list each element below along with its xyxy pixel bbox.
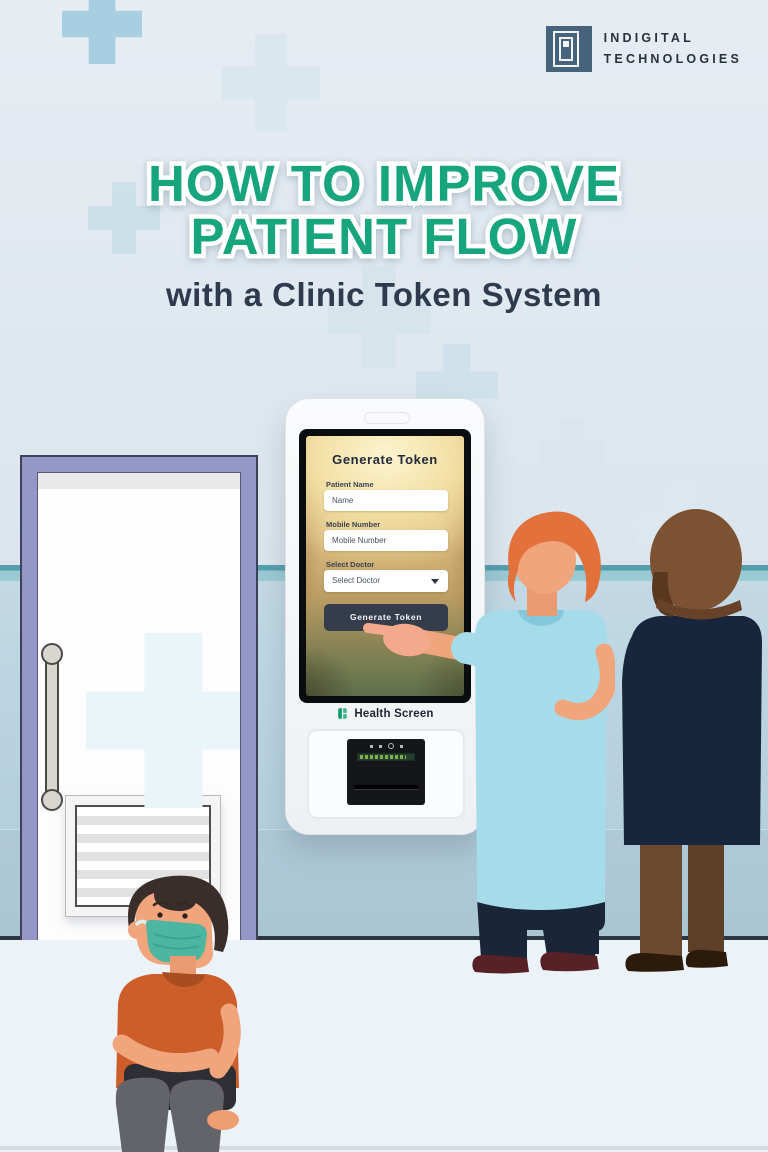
printer-panel: [307, 729, 465, 819]
door-leaf: [37, 472, 241, 940]
patient-name-label: Patient Name: [326, 480, 374, 489]
logo-text-line1: INDIGITAL: [603, 31, 694, 46]
headline-line1-text: HOW TO IMPROVE: [147, 155, 621, 212]
person-waiting-standing: [622, 509, 762, 972]
kiosk-form-title: Generate Token: [332, 452, 438, 467]
headline-subtitle: with a Clinic Token System: [166, 276, 602, 313]
door-handle: [41, 643, 63, 811]
receipt-printer: [347, 739, 425, 805]
plus-cross-decoration: [222, 34, 320, 132]
floor-baseline: [0, 1146, 768, 1150]
indigital-logo-icon: [545, 26, 592, 72]
mobile-number-label: Mobile Number: [326, 520, 381, 529]
kiosk-camera-slot: [364, 412, 410, 424]
door-cross-decoration: [86, 633, 240, 808]
kiosk-brand: Health Screen: [286, 707, 484, 720]
headline-line1: HOW TO IMPROVE HOW TO IMPROVE: [0, 153, 768, 214]
person-pointing: [363, 511, 615, 974]
mobile-number-input[interactable]: Mobile Number: [324, 530, 448, 551]
select-doctor-label: Select Doctor: [326, 560, 375, 569]
health-screen-icon: [338, 708, 348, 719]
chevron-down-icon: [431, 579, 439, 584]
clinic-door: [20, 455, 258, 940]
select-doctor-dropdown[interactable]: Select Doctor: [324, 570, 448, 592]
wall-floor-divider: [0, 936, 768, 940]
plus-cross-decoration: [62, 0, 142, 64]
headline-line2-text: PATIENT FLOW: [190, 208, 578, 265]
headline: HOW TO IMPROVE HOW TO IMPROVE PATIENT FL…: [0, 153, 768, 314]
headline-line2: PATIENT FLOW PATIENT FLOW: [0, 206, 768, 267]
printer-paper-slot: [354, 785, 418, 790]
printer-label-strip: [357, 753, 415, 761]
kiosk-brand-text: Health Screen: [354, 707, 434, 720]
logo-text-line2: TECHNOLOGIES: [603, 52, 742, 66]
door-top-strip: [38, 473, 240, 489]
person-sitting-masked: [112, 875, 241, 1152]
printer-indicator-icons: [347, 743, 425, 749]
patient-name-input[interactable]: Name: [324, 490, 448, 511]
plus-cross-decoration: [540, 420, 604, 484]
company-logo: INDIGITAL TECHNOLOGIES: [545, 26, 742, 72]
